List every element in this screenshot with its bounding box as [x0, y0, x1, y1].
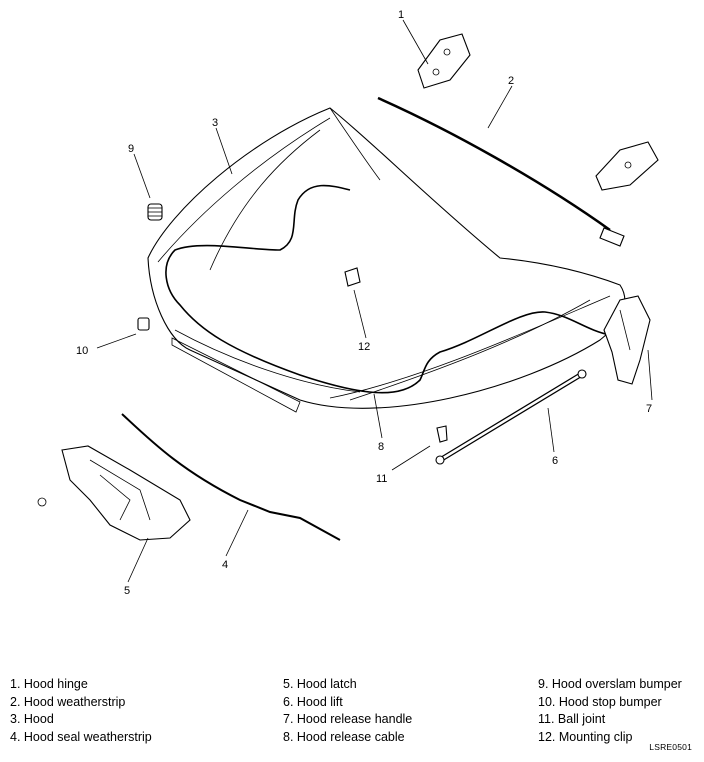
- callout-7: 7: [646, 403, 652, 415]
- hood-lift-part: [435, 369, 587, 465]
- figure-code: LSRE0501: [649, 742, 692, 752]
- callout-1: 1: [398, 9, 404, 21]
- hood-hinge-right: [595, 141, 659, 191]
- hood-seal-weatherstrip-part: [121, 413, 341, 541]
- legend-column-2: 5. Hood latch 6. Hood lift 7. Hood relea…: [283, 676, 412, 746]
- overslam-bumper-part: [147, 203, 163, 221]
- hood-hinge-top: [417, 33, 471, 89]
- legend-item: 2. Hood weatherstrip: [10, 694, 126, 709]
- hood-exploded-diagram: 1 2 3 9 10 12 7 8 11 6 4 5: [37, 9, 659, 597]
- legend-item: 11. Ball joint: [538, 712, 606, 726]
- mounting-clip-part: [344, 267, 361, 287]
- legend-item: 9. Hood overslam bumper: [538, 677, 682, 691]
- legend-item: 7. Hood release handle: [283, 712, 413, 726]
- hood-weatherstrip-part: [377, 96, 625, 247]
- callout-4: 4: [222, 559, 228, 571]
- legend-item: 8. Hood release cable: [283, 729, 405, 744]
- legend-item: 1. Hood hinge: [10, 677, 88, 691]
- legend-item: 5. Hood latch: [283, 677, 357, 691]
- legend-item: 10. Hood stop bumper: [538, 694, 662, 709]
- leader-lines: [96, 19, 653, 583]
- callout-2: 2: [508, 75, 514, 87]
- callout-3: 3: [212, 117, 218, 129]
- legend-item: 12. Mounting clip: [538, 729, 633, 744]
- legend-column-3: 9. Hood overslam bumper 10. Hood stop bu…: [538, 676, 682, 746]
- hood-release-cable: [165, 184, 611, 394]
- legend-column-1: 1. Hood hinge 2. Hood weatherstrip 3. Ho…: [10, 676, 152, 746]
- legend-item: 3. Hood: [10, 712, 54, 726]
- hood-release-handle-part: [603, 295, 651, 385]
- hood-panel: [147, 107, 626, 413]
- callout-5: 5: [124, 585, 130, 597]
- callout-10: 10: [76, 345, 88, 357]
- callout-9: 9: [128, 143, 134, 155]
- ball-joint-part: [436, 425, 448, 443]
- legend-item: 6. Hood lift: [283, 694, 343, 709]
- legend-item: 4. Hood seal weatherstrip: [10, 729, 152, 744]
- callout-6: 6: [552, 455, 558, 467]
- callout-12: 12: [358, 341, 370, 353]
- callout-8: 8: [378, 441, 384, 453]
- callout-11: 11: [376, 473, 387, 485]
- stop-bumper-part: [137, 317, 150, 331]
- hood-latch-part: [37, 445, 191, 541]
